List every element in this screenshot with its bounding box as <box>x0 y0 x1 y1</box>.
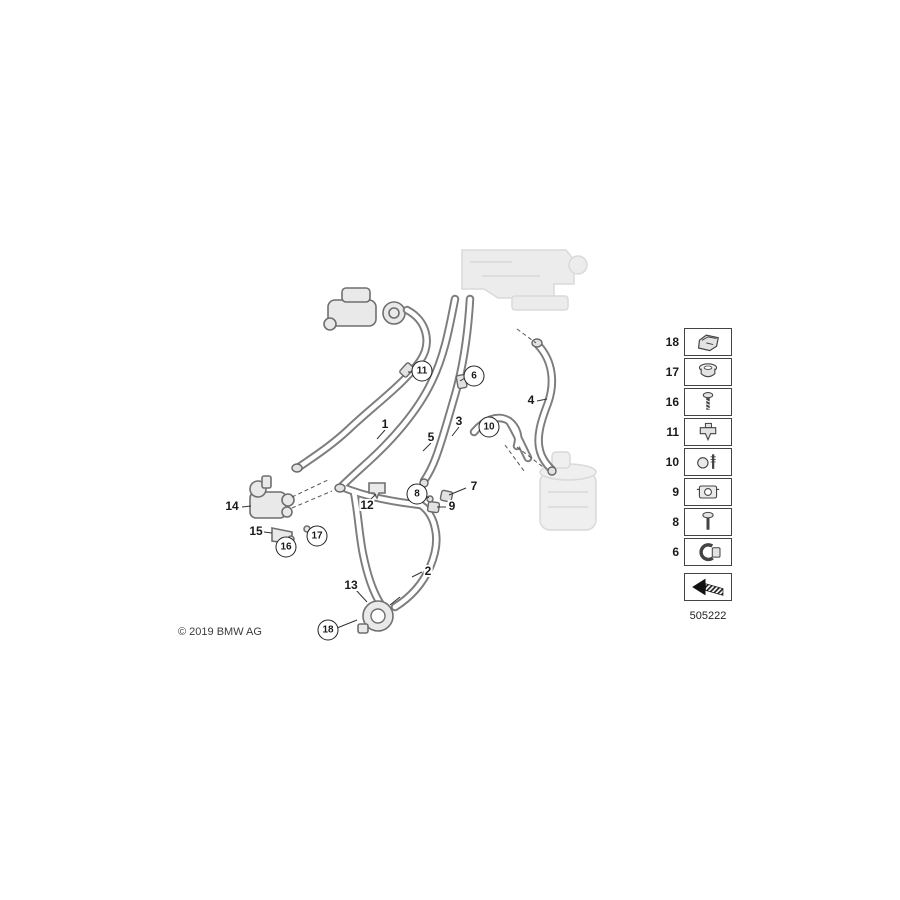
legend-item-label: 16 <box>665 395 679 409</box>
legend-item-10[interactable]: 10 <box>640 448 732 476</box>
valve-part-14 <box>249 475 295 519</box>
legend-item-box <box>684 448 732 476</box>
bolt-icon <box>702 511 714 530</box>
hose-1 <box>294 305 431 472</box>
callout-4[interactable]: 4 <box>526 393 536 407</box>
legend-item-box <box>684 388 732 416</box>
legend-item-label: 6 <box>672 545 679 559</box>
callout-15[interactable]: 15 <box>248 524 264 538</box>
legend-item-box <box>684 358 732 386</box>
grommet-icon <box>698 363 718 378</box>
callout-1[interactable]: 1 <box>380 417 390 431</box>
legend-item-box <box>684 418 732 446</box>
hose-5-end-fitting <box>334 483 346 493</box>
faded-engine-silhouette <box>461 249 588 311</box>
legend-item-6[interactable]: 6 <box>640 538 732 566</box>
callout-circled-16[interactable]: 16 <box>275 536 297 558</box>
legend-item-16[interactable]: 16 <box>640 388 732 416</box>
hose-clamp-icon <box>699 543 721 562</box>
holder-part-12 <box>368 482 386 500</box>
hose-fittings <box>291 338 557 514</box>
legend-item-8[interactable]: 8 <box>640 508 732 536</box>
legend-item-box <box>684 538 732 566</box>
callout-circled-10[interactable]: 10 <box>478 416 500 438</box>
callout-circled-17[interactable]: 17 <box>306 525 328 547</box>
legend-item-label: 10 <box>665 455 679 469</box>
legend-item-17[interactable]: 17 <box>640 358 732 386</box>
callout-5[interactable]: 5 <box>426 430 436 444</box>
legend-item-label: 8 <box>672 515 679 529</box>
holder-part-9 <box>426 500 441 514</box>
diagram-code: 505222 <box>689 610 727 622</box>
installation-direction-arrow <box>684 573 732 601</box>
legend-item-11[interactable]: 11 <box>640 418 732 446</box>
legend-item-label: 11 <box>666 425 679 439</box>
legend-item-18[interactable]: 18 <box>640 328 732 356</box>
upper-left-valve-assembly <box>323 287 406 331</box>
legend-item-box <box>684 478 732 506</box>
cable-clip-icon <box>699 422 717 442</box>
direction-arrow-icon <box>692 578 724 596</box>
legend-item-9[interactable]: 9 <box>640 478 732 506</box>
callout-3[interactable]: 3 <box>454 414 464 428</box>
callout-14[interactable]: 14 <box>224 499 240 513</box>
legend-item-label: 18 <box>665 335 679 349</box>
legend-item-box <box>684 328 732 356</box>
spring-clip-icon <box>697 334 719 352</box>
holder-pin-icon <box>697 454 716 469</box>
copyright-text: © 2019 BMW AG <box>178 626 262 638</box>
legend-item-label: 9 <box>672 485 679 499</box>
screw-icon <box>702 392 714 410</box>
callout-circled-11[interactable]: 11 <box>411 360 433 382</box>
callout-7[interactable]: 7 <box>469 479 479 493</box>
hose-4-top-fitting <box>531 338 543 348</box>
legend-item-label: 17 <box>665 365 679 379</box>
clip-on-hose-1 <box>399 362 415 378</box>
faded-tank-silhouette <box>539 451 597 531</box>
fastener-legend: 18 17 16 <box>640 328 732 622</box>
callout-12[interactable]: 12 <box>359 498 375 512</box>
legend-direction-row <box>640 573 732 601</box>
aux-water-pump <box>357 596 401 634</box>
hose-1-end-fitting <box>291 463 303 473</box>
hose-4-bottom-fitting <box>547 466 557 476</box>
callout-circled-6[interactable]: 6 <box>463 365 485 387</box>
construction-lines <box>291 328 544 509</box>
callout-circled-18[interactable]: 18 <box>317 619 339 641</box>
callout-13[interactable]: 13 <box>343 578 359 592</box>
callout-2[interactable]: 2 <box>423 564 433 578</box>
callout-9[interactable]: 9 <box>447 499 457 513</box>
legend-item-box <box>684 508 732 536</box>
holder-part-7 <box>439 489 454 503</box>
hoses <box>294 294 557 612</box>
bracket-nut-icon <box>696 485 720 499</box>
callout-circled-8[interactable]: 8 <box>406 483 428 505</box>
